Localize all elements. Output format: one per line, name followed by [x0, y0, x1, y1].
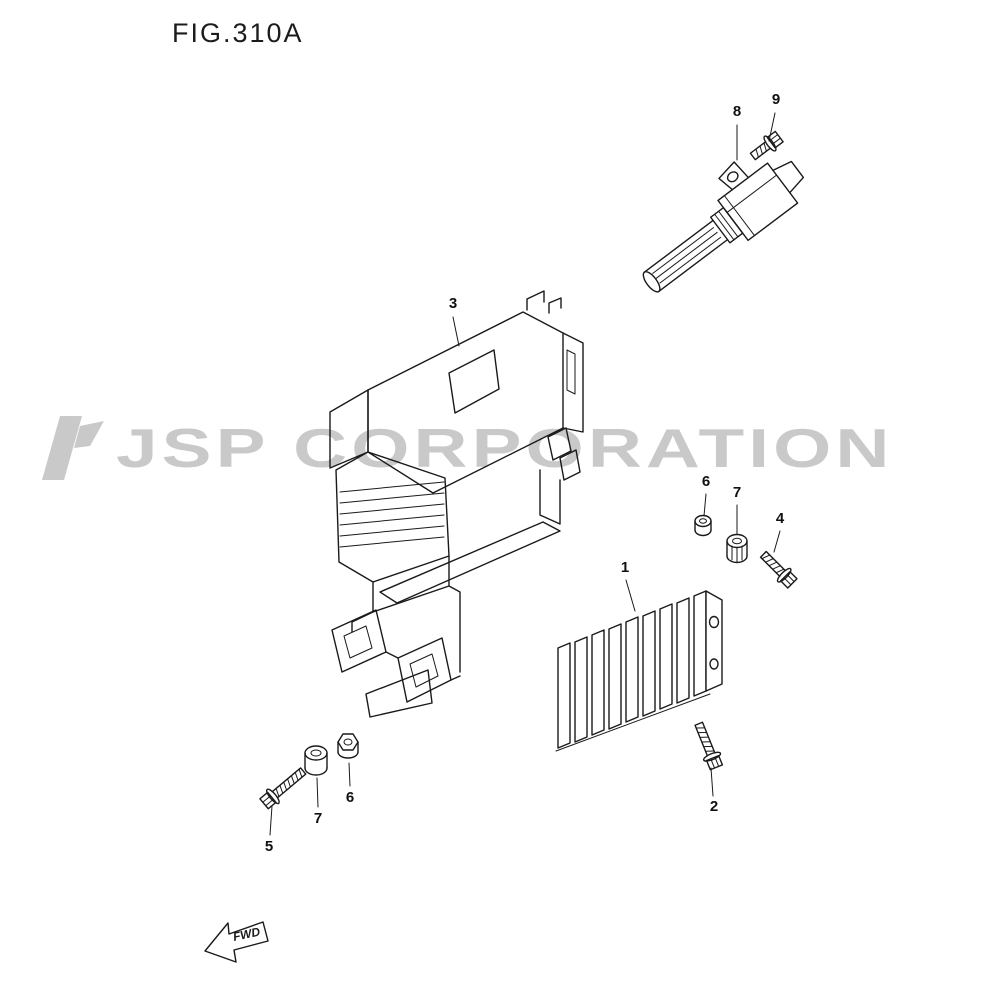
lower-bolt-drawing: [259, 767, 307, 810]
callout-6-upper: 6: [701, 473, 711, 490]
bracket-drawing: [329, 290, 584, 718]
callout-1: 1: [620, 559, 630, 576]
leader-lines: [269, 112, 781, 836]
callout-6-lower: 6: [345, 789, 355, 806]
coil-bolt-drawing: [749, 130, 784, 161]
callout-3: 3: [448, 295, 458, 312]
callout-2: 2: [709, 798, 719, 815]
lower-grommet-drawing: [304, 745, 328, 776]
callout-5: 5: [264, 838, 274, 855]
upper-grommet-drawing: [694, 514, 712, 537]
callout-9: 9: [771, 91, 781, 108]
callout-7-lower: 7: [313, 810, 323, 827]
lower-nut-drawing: [337, 733, 359, 759]
watermark-logo-icon: [42, 416, 104, 480]
rectifier-drawing: [555, 590, 723, 752]
callout-7-upper: 7: [732, 484, 742, 501]
callout-4: 4: [775, 510, 785, 527]
upper-spacer-drawing: [726, 533, 748, 564]
rectifier-bolt-drawing: [694, 721, 724, 771]
fwd-arrow: FWD: [204, 921, 269, 963]
upper-bolt-drawing: [759, 550, 798, 589]
watermark: JSP CORPORATION: [34, 412, 889, 484]
callout-8: 8: [732, 103, 742, 120]
fwd-arrow-label: FWD: [232, 924, 262, 943]
figure-title: FIG.310A: [172, 18, 304, 48]
ignition-coil-drawing: [642, 160, 805, 293]
watermark-text: JSP CORPORATION: [116, 417, 894, 479]
